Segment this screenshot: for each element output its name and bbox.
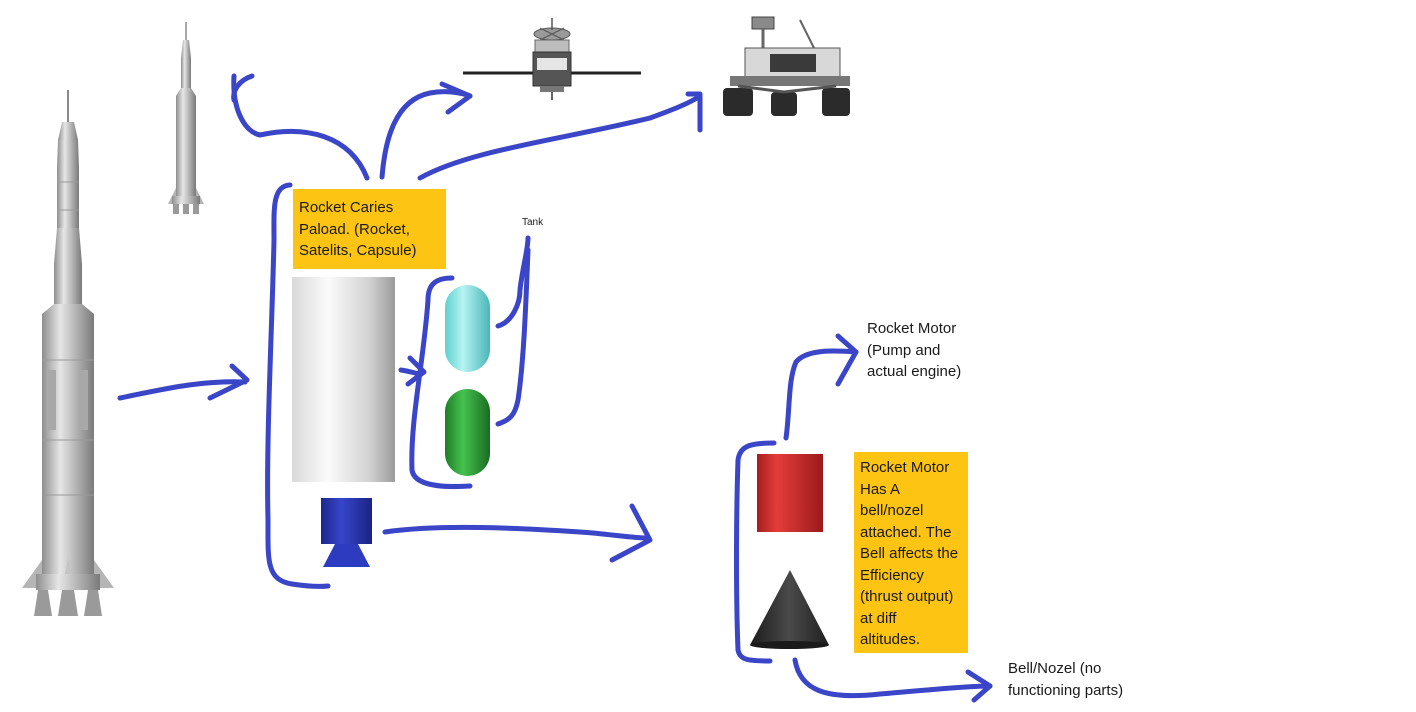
rover-icon (723, 16, 850, 116)
motor-note: Rocket Motor Has A bell/nozel attached. … (854, 452, 968, 653)
rocket-body-cylinder (292, 277, 395, 482)
arrow-rocket-to-bracket (117, 379, 248, 401)
arrow-to-small-rocket (231, 73, 370, 181)
arrow-to-rover (417, 93, 703, 181)
rocket-motor-label: Rocket Motor (Pump and actual engine) (867, 320, 962, 380)
engine-block-icon (321, 498, 372, 567)
tank-label: Tank (522, 217, 544, 228)
arrow-to-bell-label (792, 657, 993, 699)
small-rocket-icon (168, 22, 204, 214)
bell-cone-icon (750, 570, 829, 649)
tank-bottom-capsule (445, 389, 490, 476)
motor-cylinder (757, 454, 823, 532)
arrow-to-motor-label (783, 348, 859, 441)
satellite-icon (463, 18, 641, 100)
bracket-payload-left (265, 182, 331, 589)
tank-top-capsule (445, 285, 490, 372)
bracket-motor (734, 440, 777, 664)
bell-nozzle-label: Bell/Nozel (no functioning parts) (1008, 660, 1124, 699)
large-rocket-icon (22, 90, 114, 616)
ink-strokes (117, 73, 993, 703)
bracket-tanks (409, 275, 473, 490)
arrow-engine-to-motor (382, 524, 651, 541)
payload-note: Rocket Caries Paload. (Rocket, Satelits,… (293, 189, 446, 269)
